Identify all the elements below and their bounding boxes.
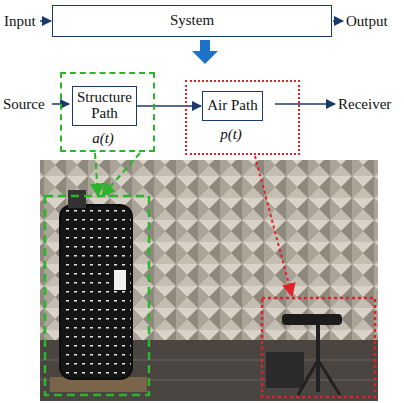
signal-label: Source [3, 95, 45, 113]
box-text: Structure Path [76, 90, 133, 122]
structure-region: a(t) Structure Path [60, 72, 155, 152]
process-box: Structure Path [72, 86, 137, 126]
signal-label: Receiver [338, 95, 391, 113]
system-box: System [52, 5, 332, 37]
signal-name: a(t) [92, 130, 114, 147]
signal-name: p(t) [220, 126, 242, 143]
box-text: System [170, 13, 214, 29]
air-region: p(t) Air Path [185, 80, 300, 155]
signal-arrow [137, 105, 201, 107]
process-box: Air Path [202, 91, 263, 121]
signal-label: Input [4, 12, 36, 30]
signal-label: Output [346, 12, 388, 30]
box-text: Air Path [207, 98, 257, 114]
